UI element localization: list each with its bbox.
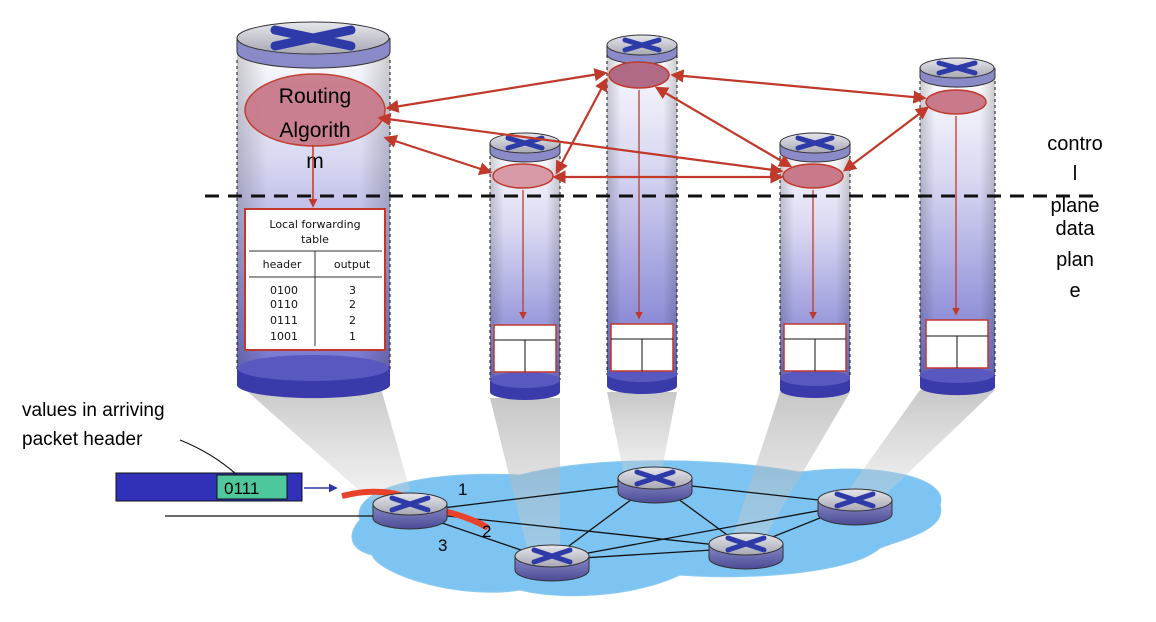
control-plane-label-2: l xyxy=(1073,163,1077,185)
control-agent-2[interactable] xyxy=(492,163,554,189)
table-row-0-header: 0100 xyxy=(270,284,298,297)
routing-algorithm-label-3: m xyxy=(306,150,324,173)
control-plane-label-1: contro xyxy=(1047,133,1103,155)
packet-header-value: 0111 xyxy=(224,479,259,498)
table-row-1-header: 0110 xyxy=(270,298,298,311)
router-2[interactable] xyxy=(617,466,693,504)
packet-caption-line2: packet header xyxy=(22,429,143,450)
table-title-1: Local forwarding xyxy=(269,218,360,231)
control-agent-4[interactable] xyxy=(782,163,844,189)
router-5[interactable] xyxy=(817,488,893,526)
local-forwarding-table: Local forwarding table header output 010… xyxy=(244,208,386,351)
table-row-2-header: 0111 xyxy=(270,314,298,327)
control-agent-3[interactable] xyxy=(608,61,670,89)
port-label-2: 2 xyxy=(482,522,491,541)
control-messages xyxy=(377,68,930,184)
packet-caption-pointer xyxy=(179,439,237,475)
router-column-4 xyxy=(779,132,851,398)
table-col-output: output xyxy=(334,258,371,271)
network-routers xyxy=(372,466,893,582)
router-x-icon xyxy=(270,25,356,51)
control-agent-5[interactable] xyxy=(925,89,987,115)
router-1[interactable] xyxy=(372,492,448,530)
table-row-2-output: 2 xyxy=(349,314,356,327)
data-plane-label-2: plan xyxy=(1056,249,1094,271)
router-4[interactable] xyxy=(708,532,784,570)
router-column-2 xyxy=(489,132,561,400)
packet-header-field xyxy=(216,474,288,500)
routing-algorithm-label-1: Routing xyxy=(279,85,351,108)
table-row-0-output: 3 xyxy=(349,284,356,297)
routing-algorithm-node[interactable] xyxy=(244,73,386,147)
router-3[interactable] xyxy=(514,544,590,582)
control-plane-label-3: plane xyxy=(1051,195,1100,217)
routing-algorithm-label-2: Algorith xyxy=(279,119,350,142)
data-plane-label-3: e xyxy=(1069,280,1080,302)
port-label-3: 3 xyxy=(438,536,447,555)
table-row-1-output: 2 xyxy=(349,298,356,311)
router-column-3 xyxy=(606,34,678,394)
projection-beams xyxy=(240,385,995,560)
arriving-packet: 0111 xyxy=(115,472,338,502)
table-col-header: header xyxy=(263,258,302,271)
router-x-icon xyxy=(936,60,978,76)
router-x-icon xyxy=(622,37,662,53)
router-column-5 xyxy=(919,57,996,396)
packet-caption-line1: values in arriving xyxy=(22,400,165,421)
router-x-icon xyxy=(795,135,835,151)
table-row-3-header: 1001 xyxy=(270,330,298,343)
data-plane-label-1: data xyxy=(1056,218,1096,240)
table-row-3-output: 1 xyxy=(349,330,356,343)
port-label-1: 1 xyxy=(458,480,467,499)
table-title-2: table xyxy=(301,233,329,246)
